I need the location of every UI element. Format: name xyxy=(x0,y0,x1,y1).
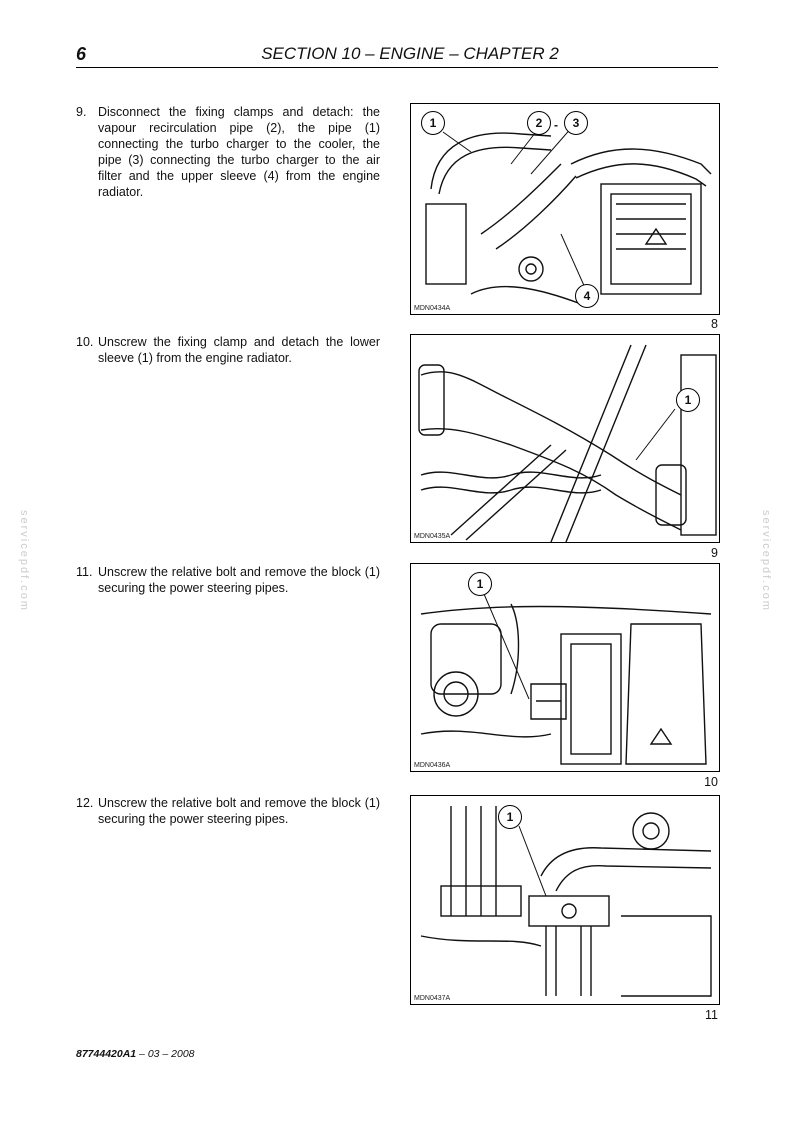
figure-number: 9 xyxy=(711,546,718,560)
callout-2: 2 xyxy=(527,111,551,135)
figure-10-illustration: 1 MDN0436A xyxy=(410,563,720,772)
figure-number: 10 xyxy=(704,775,718,789)
step-text: Unscrew the relative bolt and remove the… xyxy=(98,565,380,595)
step-number: 11. xyxy=(76,565,93,579)
callout-3: 3 xyxy=(564,111,588,135)
step-text: Unscrew the relative bolt and remove the… xyxy=(98,796,380,826)
engine-pipes-drawing xyxy=(425,125,712,305)
figure-11-illustration: 1 MDN0437A xyxy=(410,795,720,1005)
steering-pipes-block-drawing xyxy=(420,806,712,997)
step-text: Disconnect the fixing clamps and detach:… xyxy=(98,105,380,199)
callout-4: 4 xyxy=(575,284,599,308)
figure-code: MDN0436A xyxy=(414,762,451,769)
figure-code: MDN0434A xyxy=(414,305,451,312)
figure-9-illustration: 1 MDN0435A xyxy=(410,334,720,543)
header-rule xyxy=(76,67,718,68)
step-10: 10. Unscrew the fixing clamp and detach … xyxy=(76,334,380,366)
step-9: 9. Disconnect the fixing clamps and deta… xyxy=(76,104,380,200)
figure-code: MDN0435A xyxy=(414,533,451,540)
step-number: 9. xyxy=(76,105,87,119)
callout-1: 1 xyxy=(498,805,522,829)
figure-code: MDN0437A xyxy=(414,995,451,1002)
watermark-left: servicepdf.com xyxy=(18,510,30,612)
step-11: 11. Unscrew the relative bolt and remove… xyxy=(76,564,380,596)
callout-separator: - xyxy=(554,118,558,132)
callout-1: 1 xyxy=(676,388,700,412)
step-12: 12. Unscrew the relative bolt and remove… xyxy=(76,795,380,827)
document-date: – 03 – 2008 xyxy=(136,1048,195,1060)
steering-block-drawing xyxy=(420,593,712,765)
step-number: 12. xyxy=(76,796,94,810)
page-number: 6 xyxy=(76,44,87,64)
figure-8-illustration: 1 2 - 3 4 MDN0434A xyxy=(410,103,720,315)
step-text: Unscrew the fixing clamp and detach the … xyxy=(98,335,380,365)
callout-1: 1 xyxy=(468,572,492,596)
callout-1: 1 xyxy=(421,111,445,135)
figure-number: 11 xyxy=(705,1008,718,1022)
figure-number: 8 xyxy=(711,317,718,331)
section-title: SECTION 10 – ENGINE – CHAPTER 2 xyxy=(261,44,559,63)
footer: 87744420A1 – 03 – 2008 xyxy=(76,1048,195,1060)
radiator-sleeve-drawing xyxy=(418,344,717,542)
step-number: 10. xyxy=(76,335,94,349)
watermark-right: servicepdf.com xyxy=(760,510,772,612)
document-number: 87744420A1 xyxy=(76,1048,137,1060)
